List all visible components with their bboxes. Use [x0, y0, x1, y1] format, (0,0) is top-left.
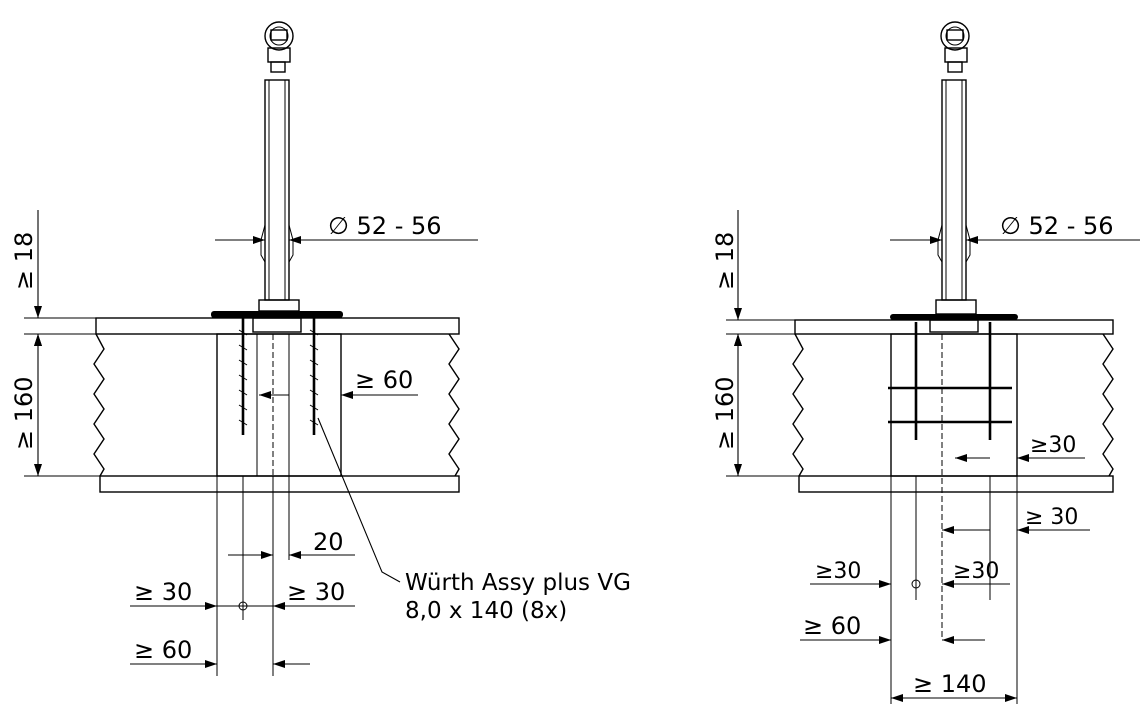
- left-screw-label-line1: Würth Assy plus VG: [405, 570, 631, 596]
- left-dim-160-text: ≥ 160: [10, 376, 38, 450]
- right-dim-inner-30-a: ≥30: [955, 433, 1085, 462]
- right-break-line-a: [792, 333, 804, 477]
- right-dim-inner-30a-text: ≥30: [1030, 433, 1076, 458]
- right-base-plate: [890, 299, 1018, 333]
- right-dim-60-bottom-text: ≥ 60: [803, 612, 861, 640]
- left-screw-label-line2: 8,0 x 140 (8x): [405, 598, 567, 624]
- right-dim-inner-30-b: ≥ 30: [942, 505, 1090, 534]
- right-dim-diameter-text: ∅ 52 - 56: [1000, 212, 1114, 240]
- left-dim-spacing-20: 20: [228, 528, 355, 559]
- right-detail: ≥ 18 ≥ 160 ∅ 52 - 56 ≥30: [711, 21, 1140, 704]
- left-dim-20-text: 20: [313, 528, 344, 556]
- left-dim-slab-thickness: ≥ 160: [10, 334, 100, 477]
- left-post: [260, 21, 294, 301]
- left-dim-30-pair: ≥ 30 ≥ 30: [130, 578, 355, 611]
- right-solid-block: [890, 333, 1018, 640]
- right-dim-30-right-text: ≥30: [953, 559, 999, 584]
- right-dim-slab-thickness: ≥ 160: [711, 334, 799, 477]
- right-dim-160-text: ≥ 160: [711, 376, 739, 450]
- left-solid-block: [216, 333, 342, 500]
- right-dim-18-text: ≥ 18: [711, 232, 739, 290]
- right-post: [937, 21, 971, 301]
- left-base-plate: [211, 299, 343, 333]
- left-dim-diameter-text: ∅ 52 - 56: [328, 212, 442, 240]
- left-dim-30-left-text: ≥ 30: [134, 578, 192, 606]
- left-dim-bottom-60: ≥ 60: [130, 636, 310, 668]
- left-dim-top-thickness: ≥ 18: [10, 210, 96, 346]
- right-dim-30-pair: ≥30 ≥30: [810, 559, 1010, 589]
- right-dim-width-140: ≥ 140: [891, 670, 1017, 702]
- left-dim-edge-60: ≥ 60: [259, 366, 418, 399]
- right-dim-diameter: ∅ 52 - 56: [890, 212, 1140, 244]
- right-dim-top-thickness: ≥ 18: [711, 210, 795, 346]
- left-detail: ≥ 18 ≥ 160 ∅ 52 - 56 ≥ 60 Würt: [10, 21, 631, 676]
- left-screw-1: [238, 318, 248, 435]
- left-screw-2: [309, 318, 319, 435]
- left-bottom-board: [99, 475, 460, 493]
- left-dim-18-text: ≥ 18: [10, 232, 38, 290]
- right-dim-bottom-60: ≥ 60: [800, 612, 985, 644]
- left-break-line-a: [93, 333, 105, 477]
- right-dim-30-left-text: ≥30: [815, 559, 861, 584]
- right-break-line-b: [1102, 333, 1114, 477]
- right-dim-140-text: ≥ 140: [913, 670, 987, 698]
- left-dim-diameter: ∅ 52 - 56: [215, 212, 478, 244]
- left-break-line-b: [448, 333, 460, 477]
- right-bottom-board: [798, 475, 1114, 493]
- left-dim-30-right-text: ≥ 30: [287, 578, 345, 606]
- left-dim-60-bottom-text: ≥ 60: [134, 636, 192, 664]
- right-dim-inner-30b-text: ≥ 30: [1025, 505, 1078, 530]
- left-dim-60-text: ≥ 60: [355, 366, 413, 394]
- left-screw-leader: [317, 417, 401, 583]
